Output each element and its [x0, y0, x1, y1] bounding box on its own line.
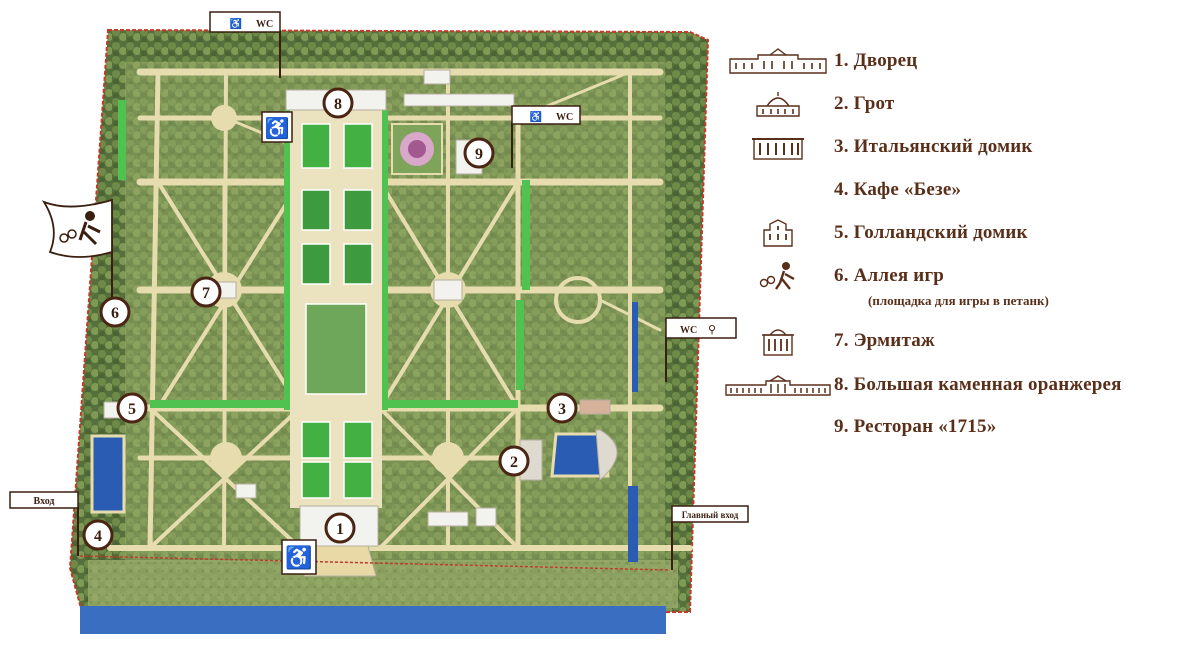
wheelchair-icon: ♿ [230, 17, 242, 30]
map-marker-3[interactable]: 3 [546, 392, 578, 424]
map-marker-8[interactable]: 8 [322, 87, 354, 119]
marker-number: 9 [475, 146, 483, 163]
legend-item-petanque[interactable]: 6. Аллея игр [722, 259, 1172, 293]
petanque-icon [722, 259, 834, 293]
legend-label: 9. Ресторан «1715» [834, 416, 997, 437]
wheelchair-icon: ♿ [285, 545, 312, 570]
wc-label: WC [556, 112, 573, 123]
parterres [301, 123, 373, 499]
map-marker-7[interactable]: 7 [190, 276, 222, 308]
legend-label: 2. Грот [834, 93, 895, 114]
wheelchair-sign-bottom: ♿ [281, 539, 317, 575]
grotto-icon [722, 87, 834, 121]
dutch-house-icon [722, 216, 834, 250]
lower-lawn [88, 560, 678, 608]
legend-label: 5. Голландский домик [834, 222, 1028, 243]
map-marker-1[interactable]: 1 [324, 512, 356, 544]
legend-item-hermitage[interactable]: 7. Эрмитаж [722, 324, 1172, 358]
main-entrance-sign: Главный вход [671, 505, 749, 570]
wheelchair-icon: ♿ [530, 110, 542, 123]
orangery-icon [722, 368, 834, 402]
hermitage-icon [722, 324, 834, 358]
legend-item-palace[interactable]: 1. Дворец [722, 44, 1172, 78]
wc-sign-top: ♿ WC [209, 11, 281, 78]
legend-label: 8. Большая каменная оранжерея [834, 374, 1122, 395]
legend-item-italian-house[interactable]: 3. Итальянский домик [722, 130, 1172, 164]
wc-label: WC [256, 19, 273, 30]
marker-number: 2 [510, 454, 518, 471]
legend-item-orangery[interactable]: 8. Большая каменная оранжерея [722, 368, 1172, 402]
ponds [80, 302, 666, 634]
rose-garden [391, 123, 443, 175]
legend-sublabel: (площадка для игры в петанк) [868, 293, 1049, 308]
map-marker-5[interactable]: 5 [116, 392, 148, 424]
legend-item-grotto[interactable]: 2. Грот [722, 87, 1172, 121]
baby-change-icon: ⚲ [708, 324, 716, 336]
legend-label: 3. Итальянский домик [834, 136, 1033, 157]
wc-sign-right: WC ⚲ [665, 317, 737, 382]
legend-item-cafe[interactable]: 4. Кафе «Безе» [722, 173, 1172, 207]
marker-number: 5 [128, 401, 136, 418]
legend-label: 4. Кафе «Безе» [834, 179, 962, 200]
legend-label: 6. Аллея игр [834, 265, 945, 286]
entrance-sign: Вход [9, 491, 79, 556]
map-marker-4[interactable]: 4 [82, 519, 114, 551]
legend-icon-empty [722, 410, 834, 444]
wc-sign-right-top: ♿ WC [511, 105, 581, 168]
entrance-label: Вход [34, 496, 55, 507]
legend-item-dutch-house[interactable]: 5. Голландский домик [722, 216, 1172, 250]
wc-label: WC [680, 325, 697, 336]
wheelchair-icon: ♿ [265, 116, 290, 140]
legend-label: 7. Эрмитаж [834, 330, 935, 351]
legend-icon-empty [722, 173, 834, 207]
marker-number: 6 [111, 305, 119, 322]
marker-number: 4 [94, 528, 102, 545]
palace-icon [722, 44, 834, 78]
legend-item-restaurant[interactable]: 9. Ресторан «1715» [722, 410, 1172, 444]
map-marker-6[interactable]: 6 [99, 296, 131, 328]
marker-number: 1 [336, 521, 344, 538]
map-marker-9[interactable]: 9 [463, 137, 495, 169]
marker-number: 3 [558, 401, 566, 418]
main-entrance-label: Главный вход [682, 510, 739, 520]
map-marker-2[interactable]: 2 [498, 445, 530, 477]
italian-house-icon [722, 130, 834, 164]
legend-label: 1. Дворец [834, 50, 918, 71]
marker-number: 7 [202, 285, 210, 302]
wheelchair-sign-top: ♿ [261, 111, 293, 143]
petanque-flag [41, 198, 113, 302]
marker-number: 8 [334, 96, 342, 113]
boundary-path [79, 555, 669, 571]
hedges [118, 100, 530, 410]
